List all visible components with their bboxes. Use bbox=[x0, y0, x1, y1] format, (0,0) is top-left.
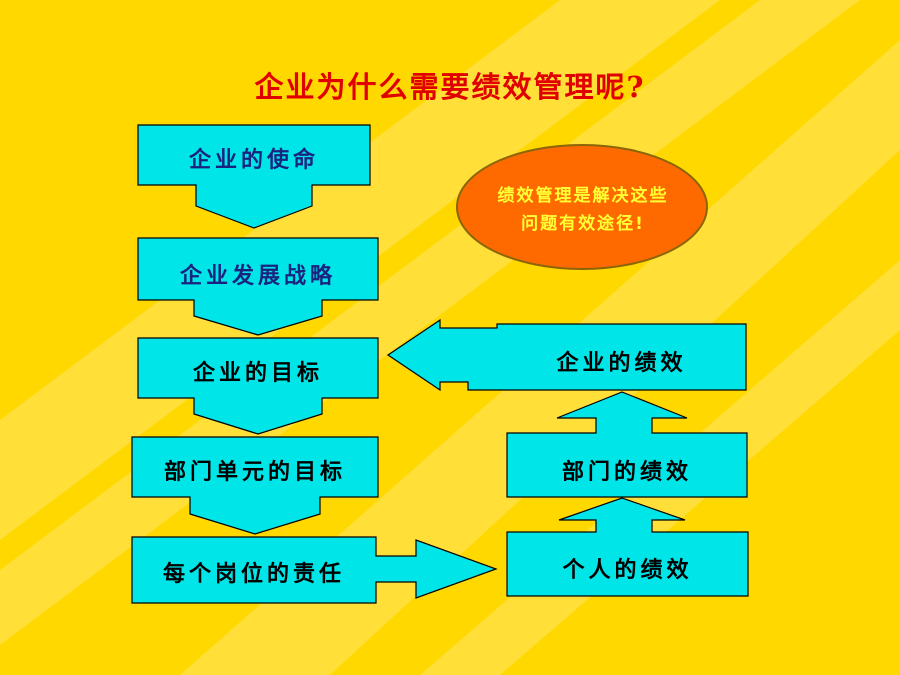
dept-performance-label: 部门的绩效 bbox=[561, 460, 692, 485]
goal-label: 企业的目标 bbox=[192, 361, 323, 386]
mission-label: 企业的使命 bbox=[188, 148, 319, 173]
position-box-arrow bbox=[131, 536, 498, 604]
strategy-box-arrow bbox=[137, 237, 379, 336]
enterprise-performance-label: 企业的绩效 bbox=[556, 351, 687, 376]
callout-line-1: 绩效管理是解决这些 bbox=[497, 186, 669, 206]
mission-box-arrow bbox=[137, 124, 371, 229]
callout-line-2: 问题有效途径! bbox=[521, 214, 645, 234]
position-label: 每个岗位的责任 bbox=[162, 562, 345, 587]
personal-performance-box-arrow bbox=[506, 497, 749, 597]
goal-box-arrow bbox=[137, 337, 379, 435]
dept-goal-label: 部门单元的目标 bbox=[163, 460, 346, 485]
callout-text: 绩效管理是解决这些 问题有效途径! bbox=[463, 182, 703, 238]
dept-performance-box-arrow bbox=[506, 391, 748, 498]
enterprise-performance-box-arrow bbox=[386, 318, 747, 392]
personal-performance-label: 个人的绩效 bbox=[562, 558, 693, 583]
strategy-label: 企业发展战略 bbox=[179, 264, 336, 289]
page-title: 企业为什么需要绩效管理呢? bbox=[254, 70, 646, 104]
dept-goal-box-arrow bbox=[131, 436, 379, 535]
callout-oval bbox=[456, 144, 708, 270]
